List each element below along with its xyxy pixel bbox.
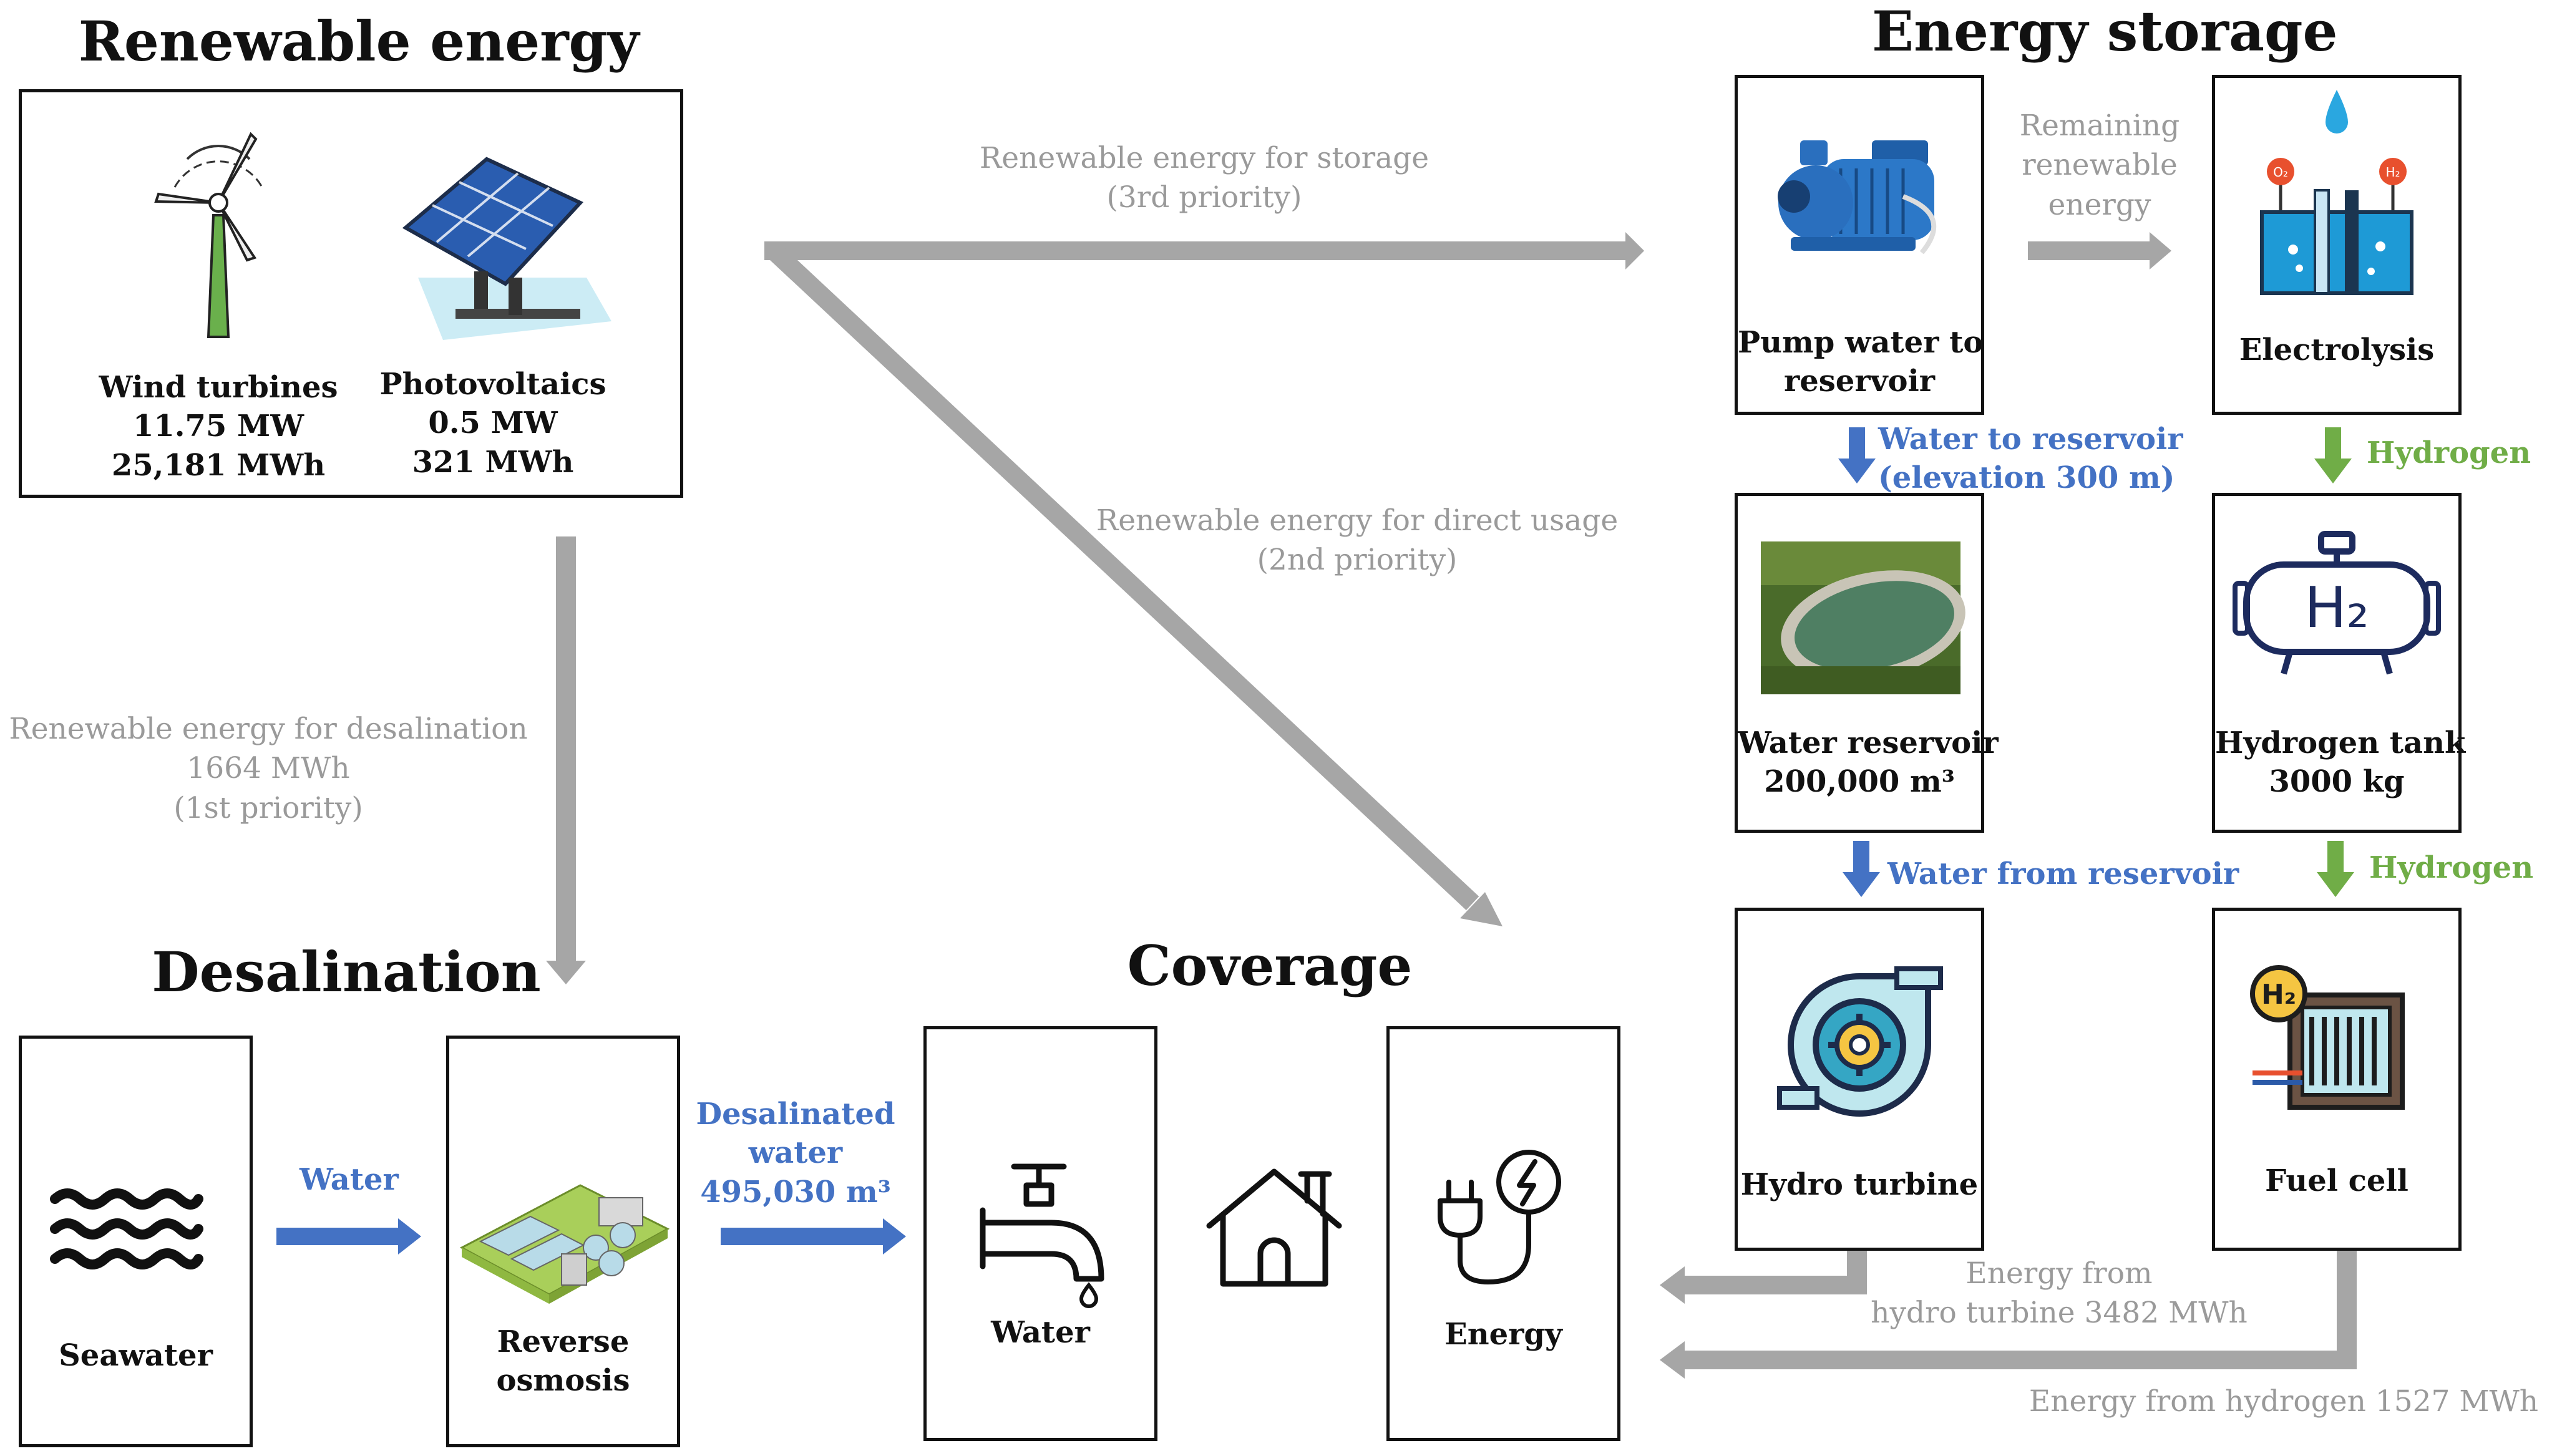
reverse-osmosis-plant-icon [459, 1184, 670, 1304]
hydrogen-tank-icon: H₂ [2233, 531, 2441, 675]
hydrogen-tank-label: Hydrogen tank 3000 kg [2215, 724, 2466, 802]
arrow-water-to-reservoir [1838, 427, 1876, 483]
water-reservoir-icon [1761, 541, 1965, 694]
desalinated-water-label: Desalinated water 495,030 m³ [693, 1095, 899, 1211]
house-icon [1206, 1168, 1342, 1287]
tank-line2: 3000 kg [2269, 764, 2405, 800]
electrolysis-label: Electrolysis [2239, 332, 2435, 367]
wind-turbine-icon [154, 132, 263, 338]
storage-flow-line2: (3rd priority) [1106, 180, 1302, 215]
storage-flow-line1: Renewable energy for storage [979, 141, 1429, 175]
remaining-energy-label: Remaining renewable energy [1997, 106, 2203, 225]
heading-energy-storage: Energy storage [1872, 0, 2338, 64]
coverage-energy-box [1386, 1026, 1620, 1441]
pump-line2: reservoir [1783, 364, 1936, 399]
desalinated-line3: 495,030 m³ [700, 1174, 891, 1210]
direct-flow-line2: (2nd priority) [1257, 543, 1458, 578]
arrow-hydro-to-energy [1660, 1251, 1867, 1304]
wind-power: 11.75 MW [132, 409, 304, 444]
reverse-osmosis-label: Reverse osmosis [449, 1323, 677, 1400]
o2-symbol: O₂ [2273, 165, 2288, 180]
hydrogen-label-1: Hydrogen [2367, 435, 2531, 470]
solar-panel-icon [402, 157, 611, 340]
desal-flow-line3: (1st priority) [173, 790, 363, 825]
water-to-reservoir-label: Water to reservoir (elevation 300 m) [1878, 420, 2183, 498]
energy-from-hydro-label: Energy from hydro turbine 3482 MWh [1828, 1254, 2290, 1333]
arrow-water-seawater-to-ro [276, 1218, 421, 1255]
arrow-desalinated-water [721, 1218, 906, 1255]
desalination-flow-label: Renewable energy for desalination 1664 M… [0, 709, 537, 828]
arrow-fuelcell-to-energy [1660, 1251, 2357, 1379]
direct-usage-flow-label: Renewable energy for direct usage (2nd p… [1061, 501, 1654, 580]
heading-desalination: Desalination [152, 939, 541, 1004]
reservoir-line1: Water reservoir [1738, 726, 1999, 760]
direct-flow-line1: Renewable energy for direct usage [1096, 503, 1619, 538]
water-to-reservoir-line2: (elevation 300 m) [1878, 460, 2175, 496]
coverage-water-box [923, 1026, 1157, 1441]
arrow-hydrogen-to-fuelcell [2317, 841, 2354, 897]
reservoir-line2: 200,000 m³ [1764, 764, 1955, 800]
h2-small-symbol: H₂ [2385, 165, 2400, 180]
storage-flow-label: Renewable energy for storage (3rd priori… [923, 138, 1485, 218]
wind-turbines-label: Wind turbines 11.75 MW 25,181 MWh [87, 368, 349, 485]
arrow-water-from-reservoir [1843, 841, 1880, 897]
electrolysis-icon: O₂ H₂ [2260, 90, 2413, 295]
water-from-reservoir-label: Water from reservoir [1887, 857, 2239, 891]
pump-label: Pump water to reservoir [1738, 323, 1984, 401]
hydro-turbine-icon [1777, 966, 1943, 1117]
tank-line1: Hydrogen tank [2215, 726, 2466, 760]
waves-icon [50, 1188, 203, 1269]
coverage-energy-label: Energy [1444, 1317, 1562, 1352]
water-flow-label: Water [300, 1162, 399, 1197]
desal-flow-line1: Renewable energy for desalination [9, 712, 528, 746]
h2-symbol-fuelcell: H₂ [2261, 979, 2296, 1011]
hydrogen-label-2: Hydrogen [2369, 850, 2534, 885]
energy-from-hydrogen-label: Energy from hydrogen 1527 MWh [2029, 1384, 2539, 1419]
hydro-turbine-box [1735, 908, 1984, 1251]
pv-power: 0.5 MW [428, 405, 558, 441]
coverage-water-label: Water [991, 1315, 1090, 1350]
pv-energy: 321 MWh [412, 444, 574, 480]
desalinated-line1: Desalinated [696, 1097, 895, 1132]
energy-hydro-line2: hydro turbine 3482 MWh [1871, 1296, 2248, 1331]
wind-name: Wind turbines [99, 370, 338, 405]
h2-symbol-tank: H₂ [2304, 575, 2369, 641]
water-to-reservoir-line1: Water to reservoir [1878, 422, 2183, 457]
energy-hydro-line1: Energy from [1965, 1256, 2153, 1291]
arrow-pump-to-electrolysis [2028, 232, 2171, 269]
remaining-line3: energy [2048, 187, 2151, 222]
desal-flow-line2: 1664 MWh [187, 751, 350, 786]
pump-line1: Pump water to [1738, 325, 1984, 360]
seawater-box [19, 1036, 253, 1447]
hydro-turbine-label: Hydro turbine [1740, 1167, 1979, 1202]
arrow-renewable-to-storage [764, 232, 1644, 269]
ro-line2: osmosis [496, 1363, 630, 1399]
reservoir-label: Water reservoir 200,000 m³ [1738, 724, 1999, 802]
arrow-hydrogen-to-tank [2314, 427, 2352, 483]
wind-energy: 25,181 MWh [111, 447, 326, 483]
ro-line1: Reverse [497, 1324, 630, 1359]
water-pump-icon [1778, 140, 1937, 255]
fuel-cell-label: Fuel cell [2265, 1163, 2408, 1198]
seawater-label: Seawater [59, 1338, 213, 1373]
photovoltaics-label: Photovoltaics 0.5 MW 321 MWh [368, 365, 618, 482]
arrow-renewable-to-coverage [767, 244, 1503, 926]
remaining-line1: Remaining [2019, 109, 2180, 143]
heading-renewable-energy: Renewable energy [78, 9, 640, 74]
heading-coverage: Coverage [1127, 933, 1413, 998]
energy-plug-icon [1438, 1150, 1561, 1284]
arrow-renewable-to-desalination [546, 536, 586, 984]
pv-name: Photovoltaics [379, 367, 606, 402]
remaining-line2: renewable [2022, 148, 2178, 183]
water-tap-icon [980, 1163, 1104, 1308]
fuel-cell-icon: H₂ [2250, 965, 2405, 1110]
desalinated-line2: water [748, 1135, 843, 1171]
